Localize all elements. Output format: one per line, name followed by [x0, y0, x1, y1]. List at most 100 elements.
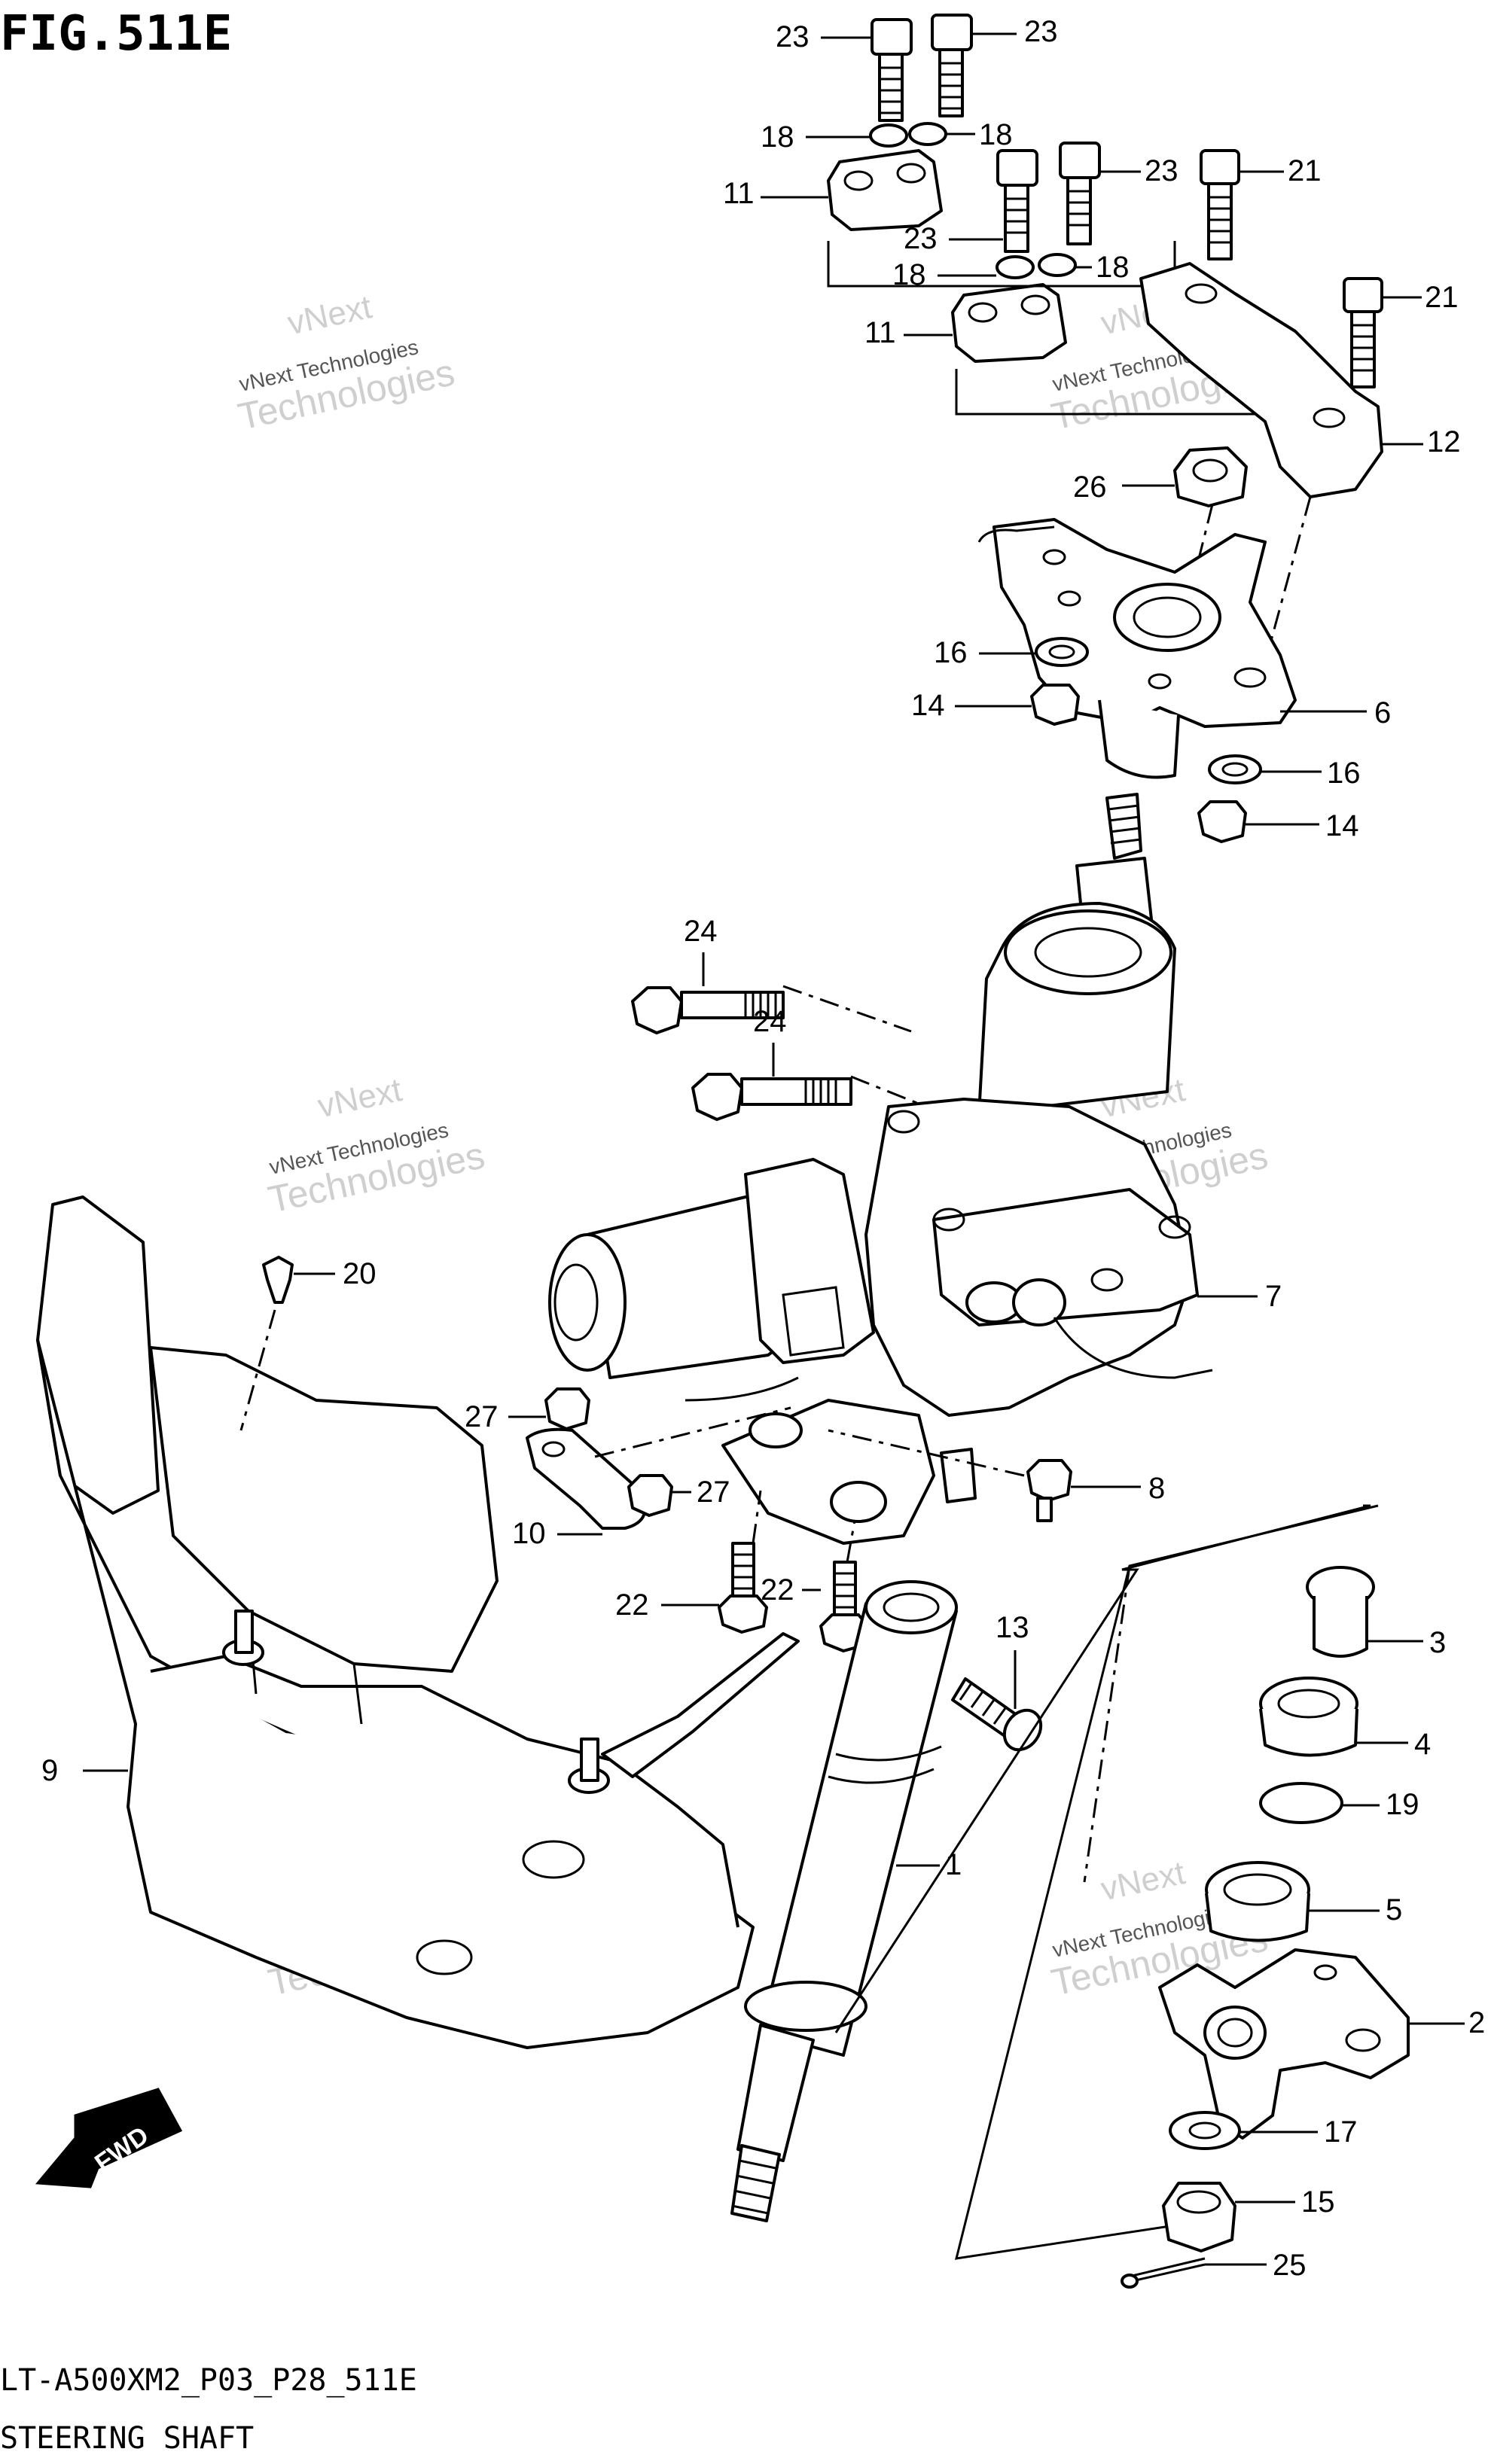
callout-label: 9 [41, 1754, 58, 1787]
washer-18-c [996, 255, 1035, 279]
washer-16-left [1035, 637, 1089, 667]
callout-c10: 10 [512, 1517, 602, 1550]
washer-16-right [1208, 754, 1262, 784]
callout-label: 12 [1427, 425, 1461, 458]
handlebar-clamp-11-lower [951, 283, 1067, 363]
callout-c23c: 23 [1099, 154, 1179, 187]
callout-c7: 7 [1197, 1280, 1282, 1313]
model-code: LT-A500XM2_P03_P28_511E [0, 2363, 417, 2398]
callout-label: 20 [343, 1257, 377, 1290]
bushing-3 [1306, 1566, 1375, 1658]
callout-label: 18 [979, 118, 1013, 151]
callout-label: 18 [761, 120, 794, 154]
callout-label: 23 [904, 222, 938, 255]
bolt-23-top-right [931, 14, 973, 117]
callout-c22b: 22 [761, 1573, 821, 1607]
callout-c16b: 16 [1261, 757, 1361, 790]
bracket-line-lower-right [834, 1504, 1371, 2033]
callout-c11b: 11 [864, 316, 953, 349]
callout-label: 16 [1327, 757, 1361, 790]
electric-motor [548, 1158, 875, 1379]
washer-18-b [908, 122, 947, 146]
callout-label: 10 [512, 1517, 546, 1550]
bearing-4 [1259, 1677, 1358, 1757]
nut-27-upper [544, 1387, 590, 1430]
callout-label: 25 [1273, 2249, 1307, 2282]
callout-label: 23 [776, 20, 810, 53]
callout-c4: 4 [1357, 1728, 1431, 1761]
callout-label: 1 [945, 1848, 962, 1881]
callout-c9: 9 [41, 1754, 128, 1787]
callout-c11a: 11 [723, 177, 828, 210]
bolt-24-lower [691, 1073, 852, 1121]
callout-c8: 8 [1071, 1472, 1165, 1505]
callout-label: 24 [753, 1005, 787, 1038]
callout-label: 14 [911, 689, 945, 722]
callout-label: 5 [1386, 1893, 1402, 1926]
callout-label: 22 [615, 1588, 649, 1622]
callout-c1: 1 [896, 1848, 962, 1881]
callout-label: 15 [1301, 2185, 1335, 2219]
callout-c23b: 23 [971, 15, 1058, 48]
callout-c21b: 21 [1382, 281, 1459, 314]
center-line-24-upper [782, 985, 912, 1033]
callout-label: 4 [1414, 1728, 1431, 1761]
callout-label: 8 [1148, 1472, 1165, 1505]
callout-label: 16 [934, 636, 968, 669]
fwd-arrow: FWD [35, 2088, 183, 2188]
callout-label: 7 [1265, 1280, 1282, 1313]
cotter-pin-25 [1121, 2257, 1206, 2289]
callout-label: 11 [723, 177, 755, 210]
callout-c3: 3 [1367, 1626, 1446, 1659]
washer-17 [1169, 2111, 1241, 2150]
callout-c26: 26 [1073, 471, 1175, 504]
nut-14-right [1197, 800, 1247, 843]
callout-c22a: 22 [615, 1588, 719, 1622]
center-line-8 [828, 1429, 1025, 1477]
callout-c27a: 27 [465, 1400, 546, 1433]
callout-label: 14 [1325, 809, 1359, 842]
steering-shaft-1 [730, 1580, 958, 2222]
callout-label: 2 [1468, 2006, 1485, 2039]
bolt-23-top-left [871, 18, 913, 122]
callout-label: 26 [1073, 471, 1107, 504]
nut-27-lower [627, 1474, 673, 1517]
callout-c24b: 24 [753, 1005, 787, 1077]
bolt-23-mid-right [1059, 142, 1101, 245]
bolt-21-lower [1343, 277, 1383, 388]
callout-label: 27 [697, 1476, 730, 1509]
nut-15 [1162, 2182, 1236, 2252]
bolt-22-right [819, 1561, 870, 1652]
callout-c19: 19 [1342, 1788, 1419, 1821]
callout-label: 23 [1145, 154, 1179, 187]
callout-c24a: 24 [684, 915, 718, 986]
callout-c21a: 21 [1239, 154, 1322, 187]
callout-c13: 13 [996, 1611, 1029, 1709]
callout-c25: 25 [1205, 2249, 1307, 2282]
nut-26 [1173, 446, 1248, 507]
callout-c18b: 18 [947, 118, 1013, 151]
steering-arm-2 [1158, 1948, 1410, 2140]
callout-label: 22 [761, 1573, 794, 1607]
assembly-frame-lower [954, 1504, 1379, 2260]
callout-label: 17 [1324, 2115, 1358, 2149]
bolt-13 [951, 1677, 1043, 1752]
clip-20 [262, 1256, 294, 1304]
handlebar-clamp-11-upper [827, 149, 943, 231]
power-steering-unit-7 [685, 793, 1213, 1545]
bracket-line-11-upper [827, 241, 1176, 288]
callout-c15: 15 [1235, 2185, 1335, 2219]
callout-c14a: 14 [911, 689, 1032, 722]
center-line-lower-assembly [1083, 1565, 1131, 1883]
callout-c23a: 23 [776, 20, 874, 53]
callout-c6: 6 [1280, 696, 1391, 729]
callout-label: 6 [1374, 696, 1391, 729]
center-line-22 [752, 1490, 856, 1563]
bolt-8 [1026, 1459, 1072, 1522]
callout-label: 13 [996, 1611, 1029, 1644]
callout-c23d: 23 [904, 222, 1003, 255]
callout-label: 18 [892, 258, 926, 291]
steering-cover-9 [36, 1195, 800, 2049]
washer-18-d [1038, 253, 1077, 277]
